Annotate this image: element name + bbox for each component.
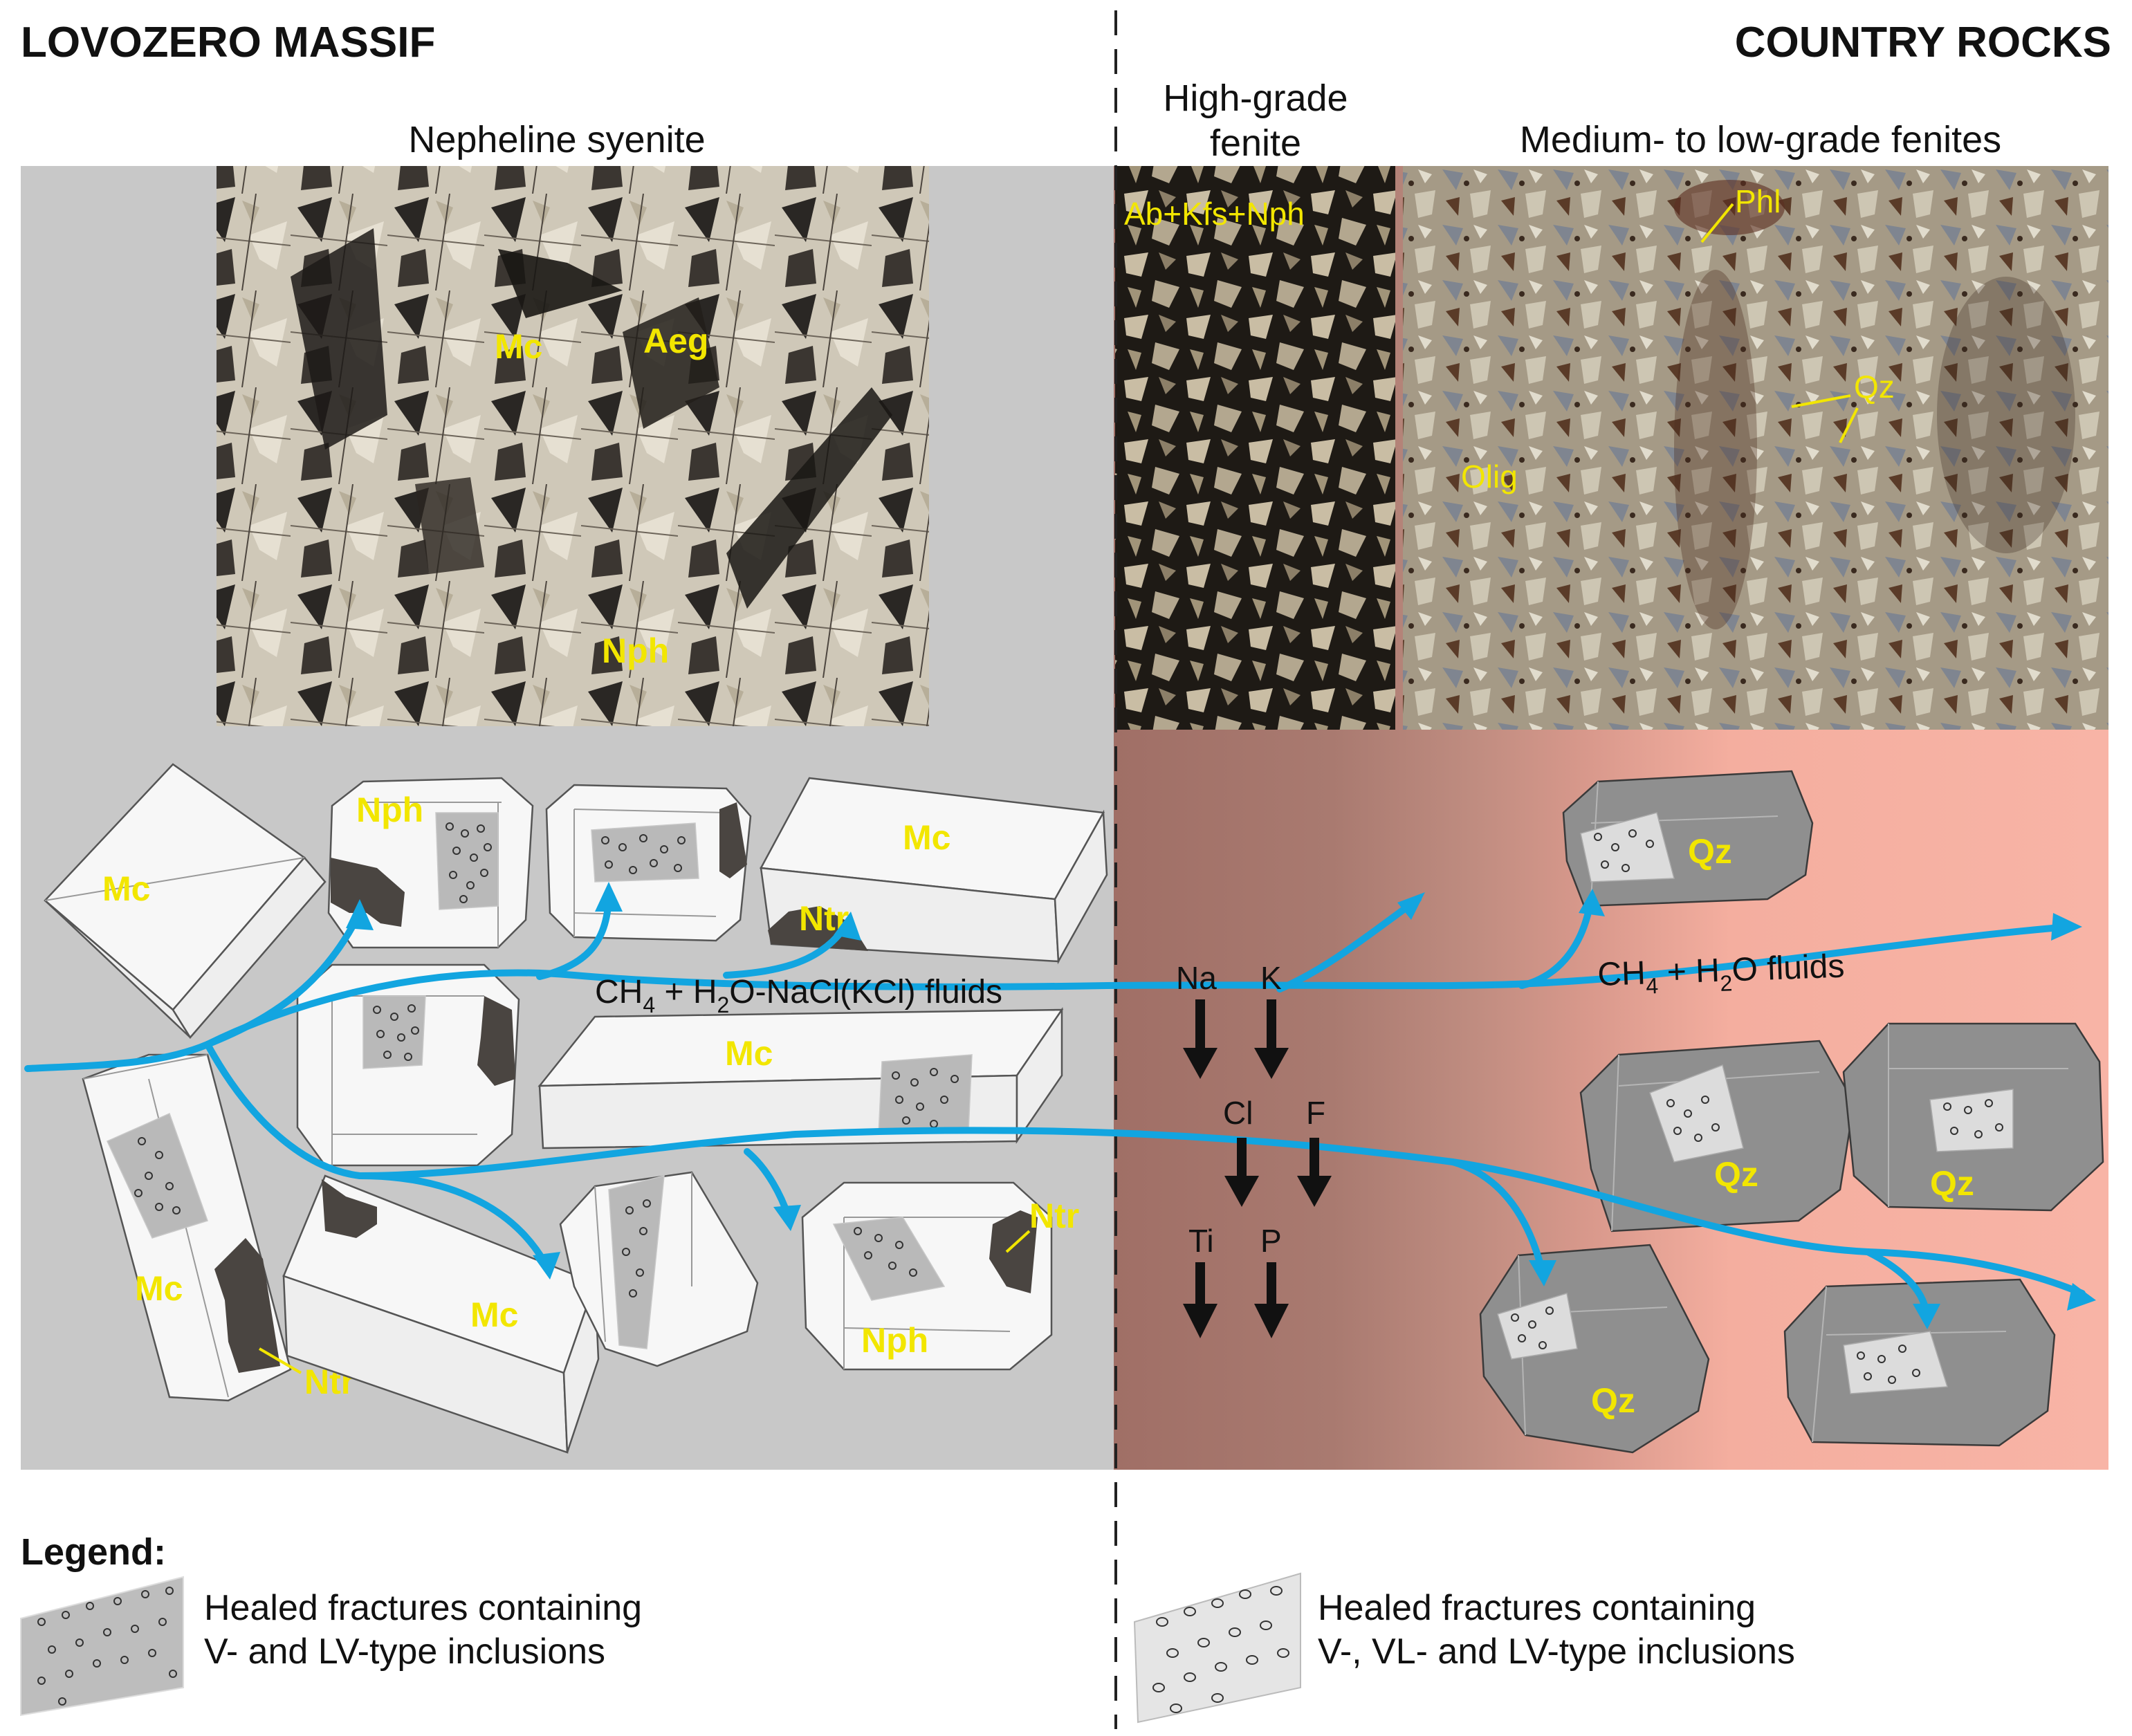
fluid-flow-arrows [24, 882, 2096, 1329]
crystal-label-qz: Qz [1688, 832, 1732, 871]
down-arrow [1297, 1138, 1332, 1207]
inclusions-nph-lower-right [854, 1227, 917, 1277]
arrowhead [1529, 1260, 1556, 1286]
arrowhead [834, 912, 861, 941]
crystal-mc-middle: Mc [537, 1006, 1064, 1149]
inclusions-nph-top-middle [601, 834, 686, 874]
syenite-fluid-label: CH4 + H2O-NaCl(KCl) fluids [595, 974, 1002, 1017]
inclusions-qz-middle-right [1943, 1099, 2003, 1138]
high-grade-fenite-photomicrograph [1115, 166, 1395, 730]
legend: Legend: Healed fractures containing V- a… [20, 1531, 1795, 1724]
inclusions-nph-lower-middle [622, 1199, 651, 1298]
crystal-nph-middle [296, 963, 520, 1167]
crystal-label-nph: Nph [356, 791, 423, 829]
down-arrow [1183, 1262, 1217, 1338]
photo-label-aeg: Aeg [643, 322, 708, 360]
down-arrow [1183, 999, 1217, 1079]
legend-item1-line1: Healed fractures containing [204, 1588, 642, 1628]
arrowhead [1913, 1304, 1940, 1329]
crystal-qz-bottom-right [1783, 1278, 2056, 1447]
crystal-mc-lower-middle: Mc [282, 1174, 600, 1454]
ntr-leader-line [258, 1347, 302, 1374]
country-fluid-label: CH4 + H2O fluids [1597, 948, 1846, 1000]
crystal-nph-lower-right: Nph Ntr [801, 1181, 1079, 1371]
down-arrow [1254, 999, 1289, 1079]
photo-label-ab-kfs-nph: Ab+Kfs+Nph [1124, 196, 1305, 232]
legend-item2-line2: V-, VL- and LV-type inclusions [1318, 1632, 1795, 1672]
crystal-label-mc: Mc [470, 1295, 518, 1334]
crystal-nph-lower-middle [559, 1171, 759, 1367]
down-arrow [1224, 1138, 1259, 1207]
photo-label-nph: Nph [602, 631, 669, 670]
photo-label-qz: Qz [1854, 369, 1895, 405]
element-f: F [1306, 1095, 1325, 1131]
ntr-leader-line [1005, 1230, 1031, 1253]
qz-leader-line-b [1839, 407, 1859, 443]
lovozero-massif-header: LOVOZERO MASSIF [21, 19, 435, 66]
inclusions-qz-bottom-left [1511, 1306, 1554, 1349]
inclusions-mc-middle [892, 1068, 959, 1128]
crystal-mc-lower-left: Mc Ntr [82, 1053, 354, 1402]
arrowhead [2067, 1283, 2096, 1311]
arrowhead [1579, 889, 1605, 916]
photo-label-mc: Mc [495, 327, 542, 366]
crystal-nph-top: Nph [327, 777, 534, 949]
element-cl: Cl [1223, 1095, 1253, 1131]
country-rocks-header: COUNTRY ROCKS [1735, 19, 2111, 66]
element-exchange: Na K Cl F Ti P [1176, 960, 1332, 1338]
phl-leader-line [1700, 203, 1734, 243]
inclusions-qz-bottom-right [1857, 1345, 1920, 1384]
arrowhead [595, 882, 623, 912]
crystal-label-qz: Qz [1591, 1381, 1635, 1420]
arrowhead [346, 899, 374, 930]
crystal-label-nph: Nph [861, 1321, 928, 1360]
crystal-nph-top-middle [545, 784, 752, 942]
crystal-label-mc: Mc [725, 1034, 773, 1073]
nepheline-syenite-label: Nepheline syenite [408, 119, 705, 160]
crystal-label-mc: Mc [903, 818, 950, 857]
photo-label-olig: Olig [1461, 459, 1518, 495]
photo-label-phl: Phl [1735, 183, 1781, 219]
arrowhead [773, 1205, 801, 1231]
crystal-label-qz: Qz [1714, 1155, 1758, 1194]
crystal-label-mc: Mc [102, 869, 150, 908]
legend-swatch-v-lv [20, 1576, 184, 1717]
high-grade-label-line2: fenite [1210, 122, 1301, 164]
element-k: K [1260, 960, 1282, 996]
crystal-label-qz: Qz [1930, 1164, 1974, 1203]
legend-swatch-v-vl-lv [1133, 1572, 1301, 1724]
arrowhead [1397, 892, 1425, 920]
legend-item1-line2: V- and LV-type inclusions [204, 1632, 605, 1672]
down-arrow [1254, 1262, 1289, 1338]
element-p: P [1260, 1223, 1282, 1259]
element-na: Na [1176, 960, 1217, 996]
legend-item2-line1: Healed fractures containing [1318, 1588, 1756, 1628]
medium-low-fenites-label: Medium- to low-grade fenites [1520, 119, 2001, 160]
inclusions-nph-middle [373, 1004, 419, 1061]
medium-low-fenite-photomicrograph [1403, 166, 2108, 730]
crystal-qz-middle-right: Qz [1842, 1022, 2104, 1212]
crystal-mc-left: Mc [44, 763, 327, 1040]
crystal-label-mc: Mc [135, 1269, 183, 1308]
legend-title: Legend: [21, 1531, 166, 1573]
syenite-photomicrograph [217, 166, 929, 726]
inclusions-qz-top [1594, 829, 1654, 872]
element-ti: Ti [1188, 1223, 1214, 1259]
inclusions-mc-lower-left [134, 1137, 181, 1215]
inclusions-qz-middle-left [1666, 1096, 1720, 1142]
inclusions-nph-top [445, 822, 492, 903]
crystal-label-ntr: Ntr [1029, 1197, 1079, 1235]
crystal-qz-top: Qz [1562, 770, 1814, 907]
high-grade-label-line1: High-grade [1163, 77, 1348, 119]
qz-leader-line-a [1791, 394, 1851, 408]
arrowhead [2051, 913, 2082, 941]
arrowhead [533, 1252, 560, 1280]
crystal-qz-bottom-left: Qz [1479, 1244, 1710, 1454]
